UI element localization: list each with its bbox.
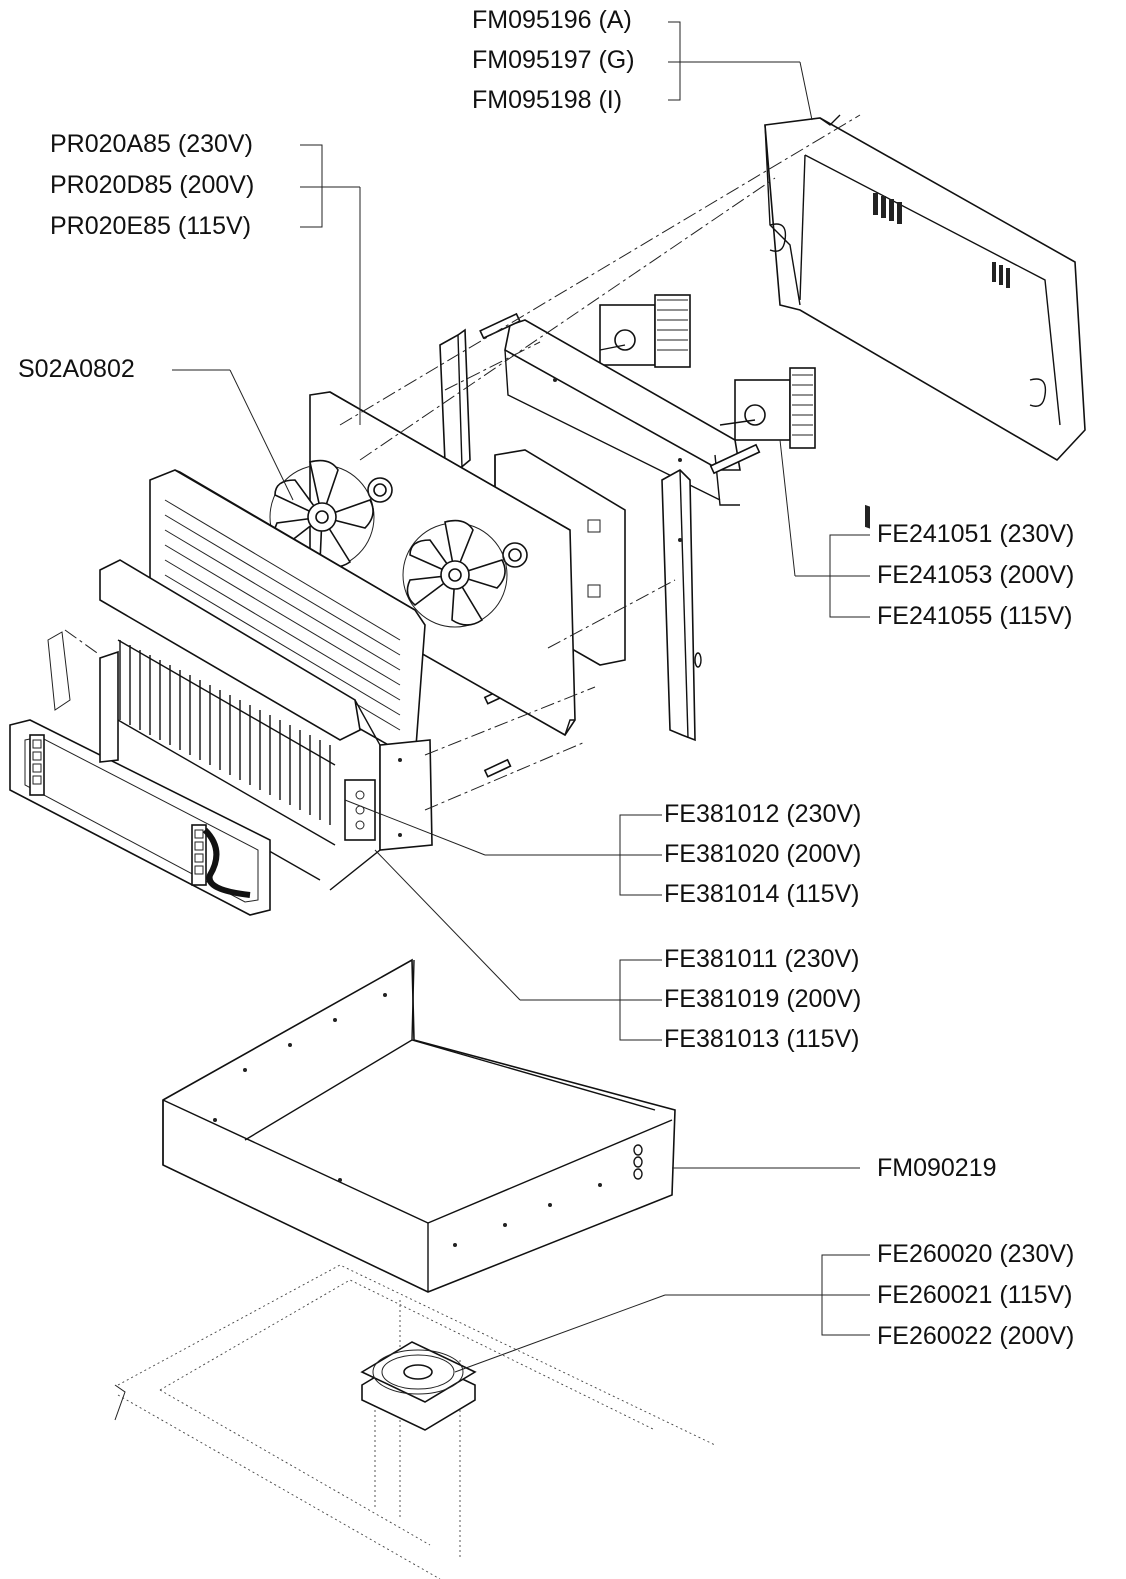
callout-heater-b-200v: FE381019 (200V)	[664, 985, 862, 1013]
callout-plate-230v: PR020A85 (230V)	[50, 130, 253, 158]
callout-cooling-fan-115v: FE260021 (115V)	[877, 1281, 1073, 1309]
side-strip	[47, 629, 119, 763]
leader-lines	[172, 21, 870, 1373]
perforated-grille	[149, 469, 426, 762]
heater-fins	[117, 639, 336, 846]
top-cover-panel	[764, 114, 1086, 529]
callout-motor-115v: FE241055 (115V)	[877, 602, 1073, 630]
fan-blade-left	[269, 459, 375, 570]
callout-heater-a-200v: FE381020 (200V)	[664, 840, 862, 868]
stepper-motor-upper	[599, 294, 691, 368]
front-bezel-frame	[9, 719, 271, 916]
callout-motor-230v: FE241051 (230V)	[877, 520, 1075, 548]
side-bracket-right	[661, 469, 702, 742]
callout-plate-115v: PR020E85 (115V)	[50, 212, 252, 240]
callout-plate-200v: PR020D85 (200V)	[50, 171, 255, 199]
callout-cooling-fan-230v: FE260020 (230V)	[877, 1240, 1075, 1268]
callout-motor-200v: FE241053 (200V)	[877, 561, 1075, 589]
callout-heater-a-115v: FE381014 (115V)	[664, 880, 860, 908]
callout-heater-a-230v: FE381012 (230V)	[664, 800, 862, 828]
callout-top-panel-g: FM095197 (G)	[472, 46, 635, 74]
callout-heater-b-230v: FE381011 (230V)	[664, 945, 860, 973]
callout-top-panel-a: FM095196 (A)	[472, 6, 632, 34]
callout-cooling-fan-200v: FE260022 (200V)	[877, 1322, 1075, 1350]
base-tray	[162, 958, 676, 1293]
fan-blade-right	[402, 519, 508, 628]
cooling-fan	[360, 1341, 477, 1431]
side-bracket-left	[439, 328, 471, 471]
callout-top-panel-i: FM095198 (I)	[472, 86, 623, 114]
callout-tray: FM090219	[877, 1154, 997, 1182]
assembly-center-lines	[339, 114, 861, 811]
stepper-motor-lower	[719, 367, 816, 449]
callout-heater-b-115v: FE381013 (115V)	[664, 1025, 860, 1053]
callout-fan-blade: S02A0802	[18, 355, 135, 383]
